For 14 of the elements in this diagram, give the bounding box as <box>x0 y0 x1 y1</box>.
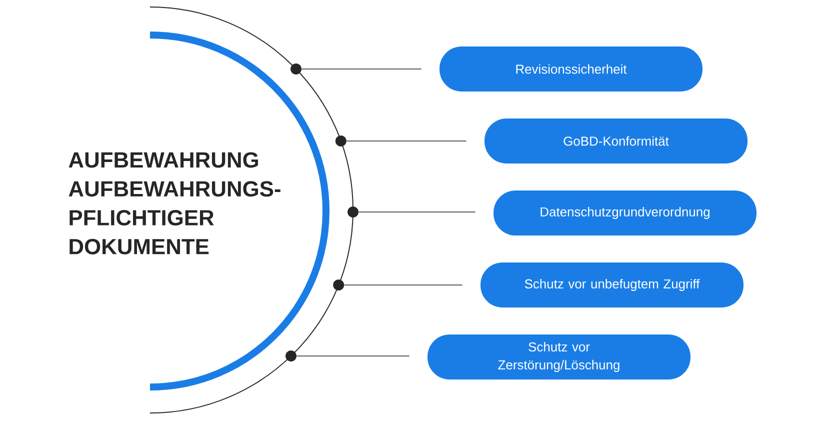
connector-line <box>301 68 422 70</box>
rounded-box: Revisionssicherheit <box>440 46 702 92</box>
rounded-box: Datenschutzgrundverordnung <box>494 190 756 236</box>
connector-line <box>344 284 463 286</box>
rounded-box: GoBD-Konformität <box>484 118 748 164</box>
dot <box>333 280 344 290</box>
rounded-box: Schutz vor unbefugtem Zugriff <box>480 262 744 308</box>
dot <box>290 64 302 74</box>
dot <box>335 136 346 146</box>
title: AUFBEWAHRUNG AUFBEWAHRUNGS-PFLICHTIGER DOKUMENTE <box>68 152 280 254</box>
dot <box>286 350 296 362</box>
rounded-box: Schutz vor Zerstörung/Löschung <box>428 334 690 380</box>
connector-line <box>346 140 467 142</box>
dot <box>348 206 358 218</box>
